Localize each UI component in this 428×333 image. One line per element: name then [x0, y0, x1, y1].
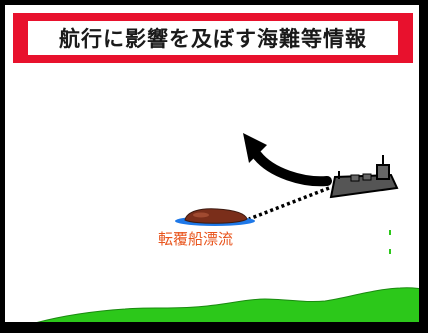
incident-label: 転覆船漂流: [158, 230, 234, 248]
buoy-icon: [389, 230, 391, 254]
capsized-vessel-icon: [175, 208, 255, 226]
page-title: 航行に影響を及ぼす海難等情報: [28, 21, 398, 55]
incident-scene: [36, 133, 419, 322]
curved-arrow-icon: [243, 133, 332, 187]
land-area: [36, 287, 419, 322]
tow-line: [248, 186, 330, 221]
ship-icon: [329, 155, 399, 199]
title-bar: 航行に影響を及ぼす海難等情報: [13, 13, 413, 63]
